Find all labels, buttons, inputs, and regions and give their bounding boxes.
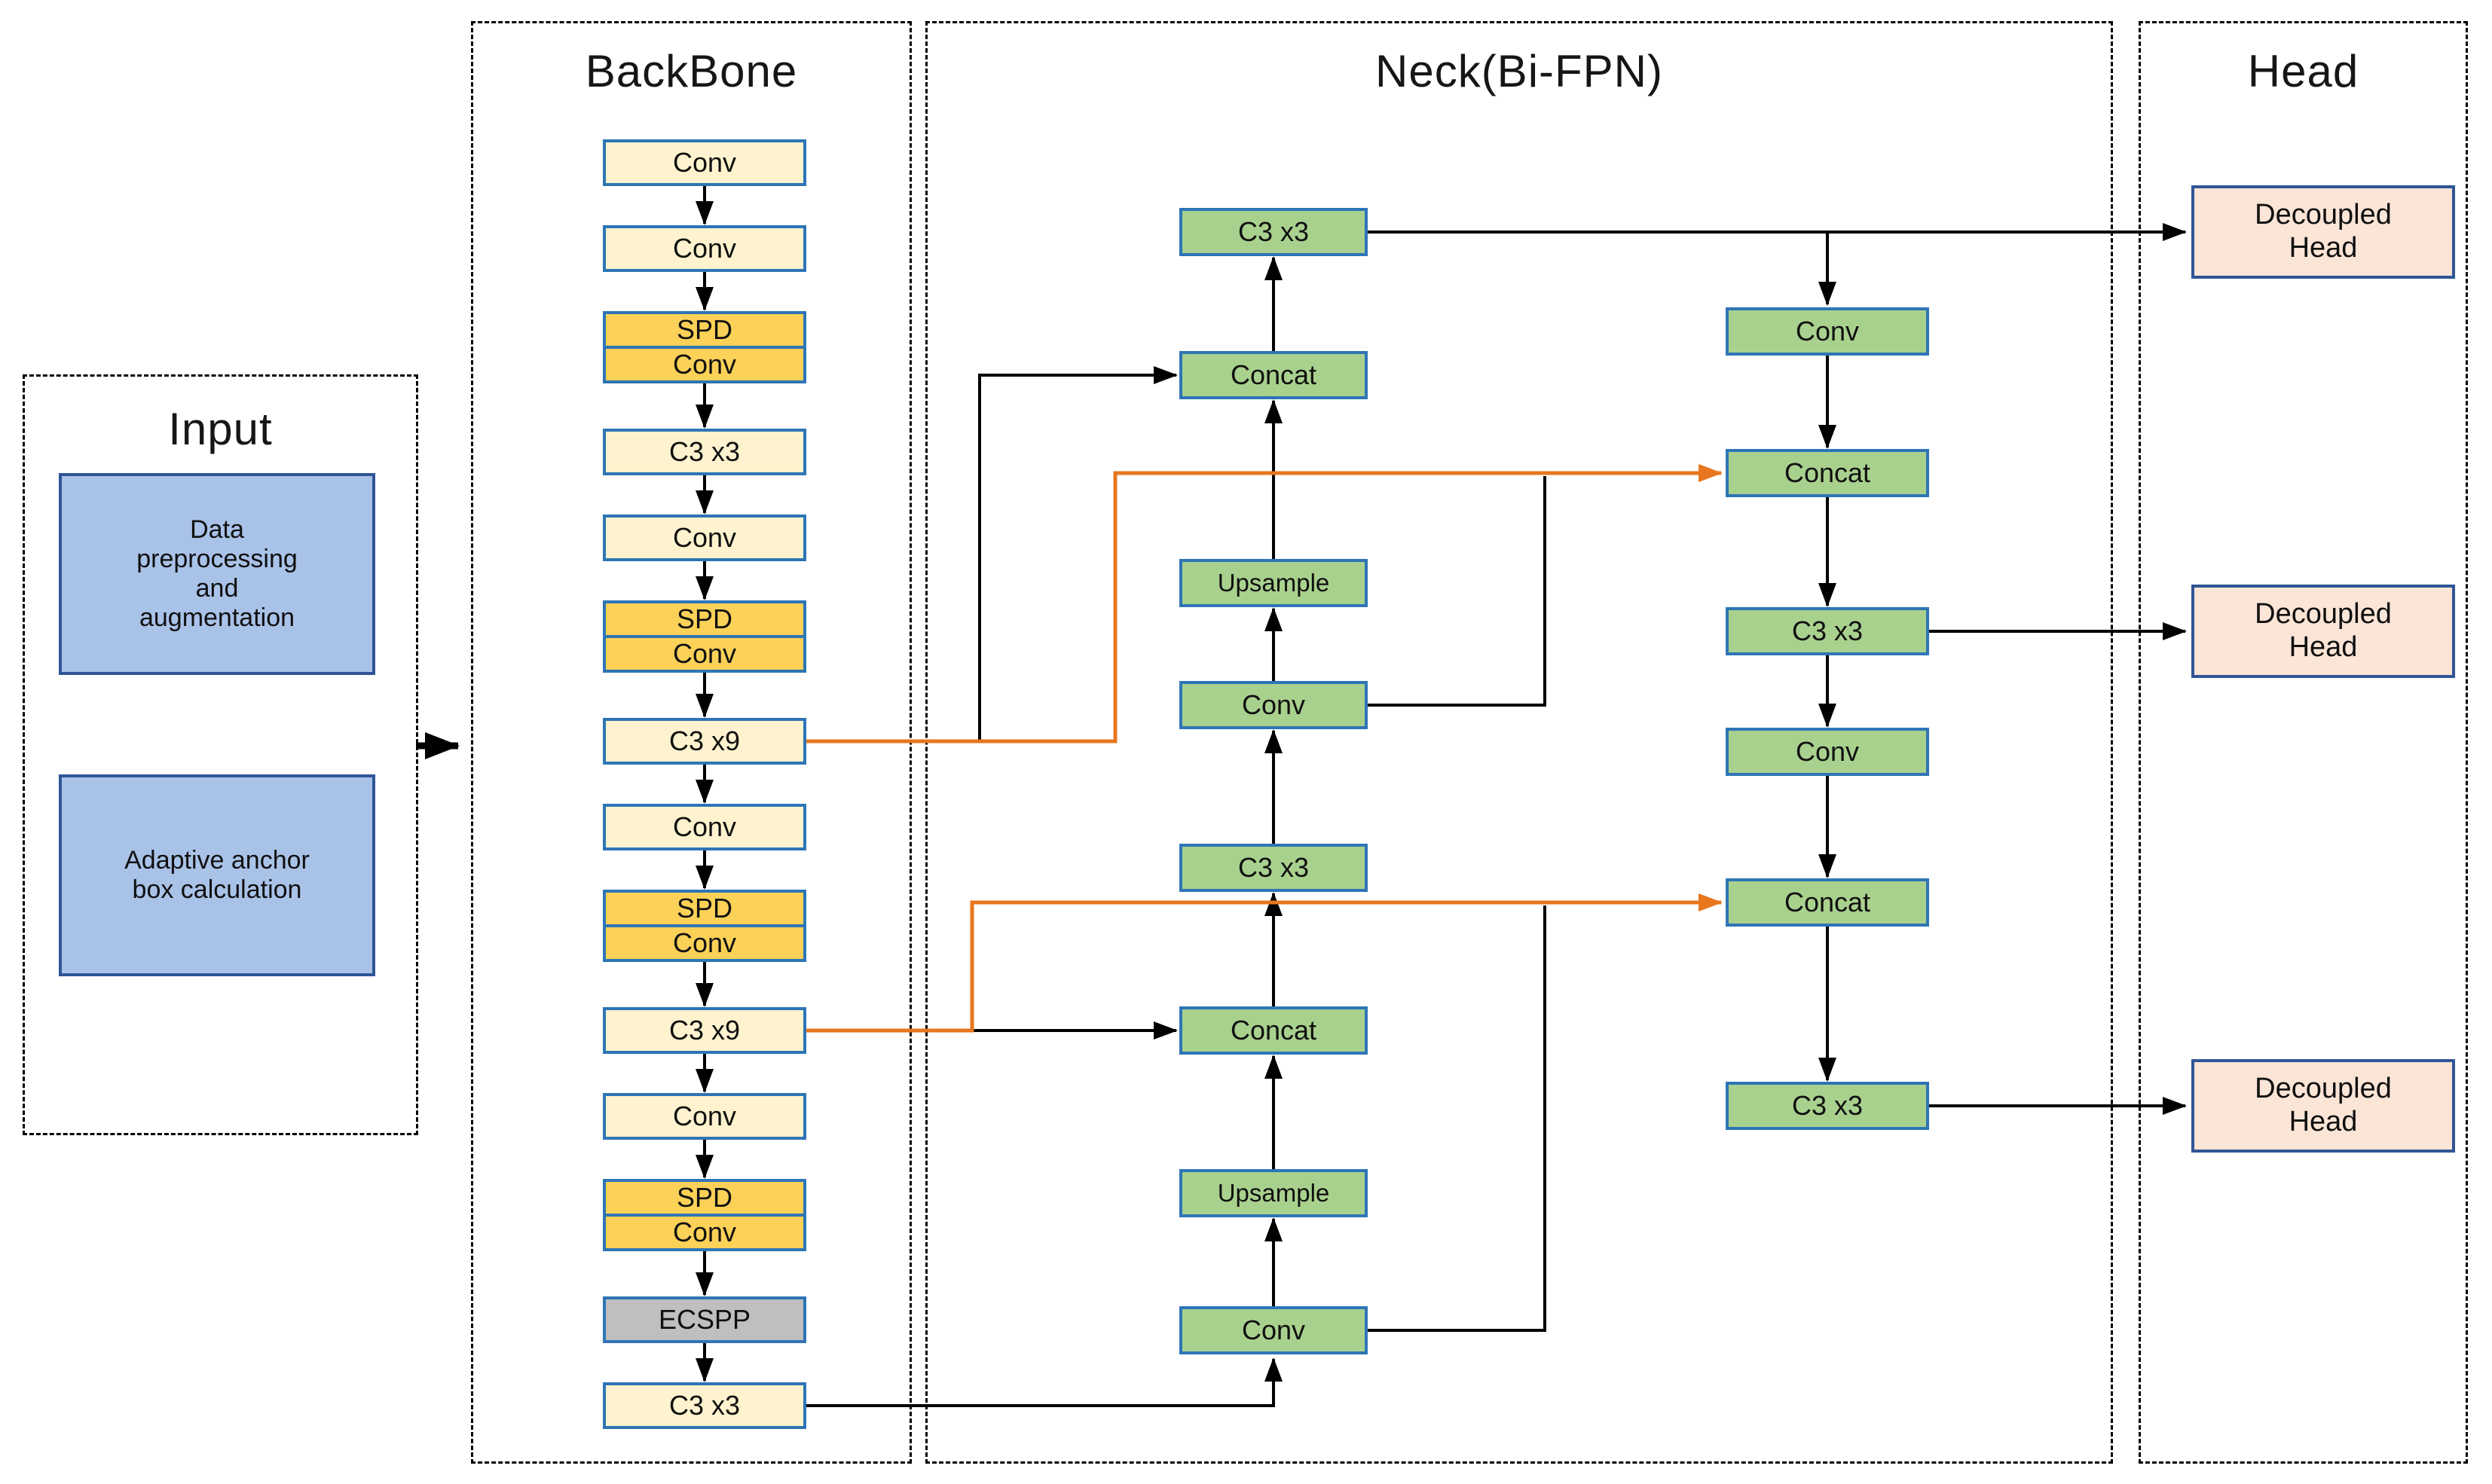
input-box-anchor: Adaptive anchor box calculation <box>59 774 375 976</box>
neck-left-c3x3-bottom: C3 x3 <box>1179 844 1368 892</box>
spd-block: SPD <box>603 600 806 637</box>
spd-conv-block: Conv <box>603 926 806 962</box>
neck-left-concat-top: Concat <box>1179 351 1368 399</box>
backbone-ecspp: ECSPP <box>603 1296 806 1343</box>
head-decoupled-3-label: Decoupled Head <box>2255 1073 2392 1137</box>
head-decoupled-2-label: Decoupled Head <box>2255 598 2392 663</box>
head-section-title: Head <box>2247 46 2359 96</box>
neck-left-concat-bottom: Concat <box>1179 1006 1368 1055</box>
input-section-title: Input <box>168 404 273 454</box>
neck-right-concat-1: Concat <box>1726 449 1929 497</box>
neck-left-c3x3-top: C3 x3 <box>1179 208 1368 256</box>
head-decoupled-1: Decoupled Head <box>2191 185 2455 279</box>
backbone-spd-conv-3: SPD Conv <box>603 890 806 962</box>
input-box-preprocessing: Data preprocessing and augmentation <box>59 473 375 675</box>
neck-left-conv-top: Conv <box>1179 681 1368 729</box>
backbone-spd-conv-1: SPD Conv <box>603 311 806 383</box>
spd-conv-block: Conv <box>603 1215 806 1251</box>
spd-conv-block: Conv <box>603 637 806 673</box>
backbone-conv-3: Conv <box>603 515 806 561</box>
backbone-spd-conv-4: SPD Conv <box>603 1179 806 1251</box>
spd-block: SPD <box>603 890 806 926</box>
spd-conv-block: Conv <box>603 347 806 383</box>
backbone-spd-conv-2: SPD Conv <box>603 600 806 673</box>
backbone-conv-5: Conv <box>603 1093 806 1140</box>
backbone-c3x3-2: C3 x3 <box>603 1382 806 1429</box>
neck-left-conv-bottom: Conv <box>1179 1306 1368 1354</box>
neck-right-concat-2: Concat <box>1726 878 1929 927</box>
backbone-c3x3-1: C3 x3 <box>603 429 806 475</box>
neck-section-frame <box>925 21 2113 1464</box>
input-box-preprocessing-label: Data preprocessing and augmentation <box>136 515 298 633</box>
backbone-conv-2: Conv <box>603 225 806 272</box>
neck-right-c3x3-1: C3 x3 <box>1726 607 1929 655</box>
neck-right-conv-1: Conv <box>1726 307 1929 356</box>
neck-right-conv-2: Conv <box>1726 728 1929 776</box>
backbone-c3x9-1: C3 x9 <box>603 718 806 765</box>
spd-block: SPD <box>603 311 806 347</box>
head-decoupled-1-label: Decoupled Head <box>2255 199 2392 264</box>
backbone-conv-1: Conv <box>603 139 806 186</box>
neck-left-upsample-bottom: Upsample <box>1179 1169 1368 1217</box>
backbone-section-title: BackBone <box>585 46 798 96</box>
neck-right-c3x3-2: C3 x3 <box>1726 1082 1929 1130</box>
head-section-frame <box>2139 21 2468 1464</box>
head-decoupled-2: Decoupled Head <box>2191 585 2455 678</box>
input-section-frame <box>23 374 418 1135</box>
backbone-c3x9-2: C3 x9 <box>603 1007 806 1054</box>
neck-section-title: Neck(Bi-FPN) <box>1375 46 1663 96</box>
spd-block: SPD <box>603 1179 806 1215</box>
head-decoupled-3: Decoupled Head <box>2191 1059 2455 1153</box>
neck-left-upsample-top: Upsample <box>1179 559 1368 607</box>
backbone-conv-4: Conv <box>603 804 806 850</box>
input-box-anchor-label: Adaptive anchor box calculation <box>124 845 310 904</box>
